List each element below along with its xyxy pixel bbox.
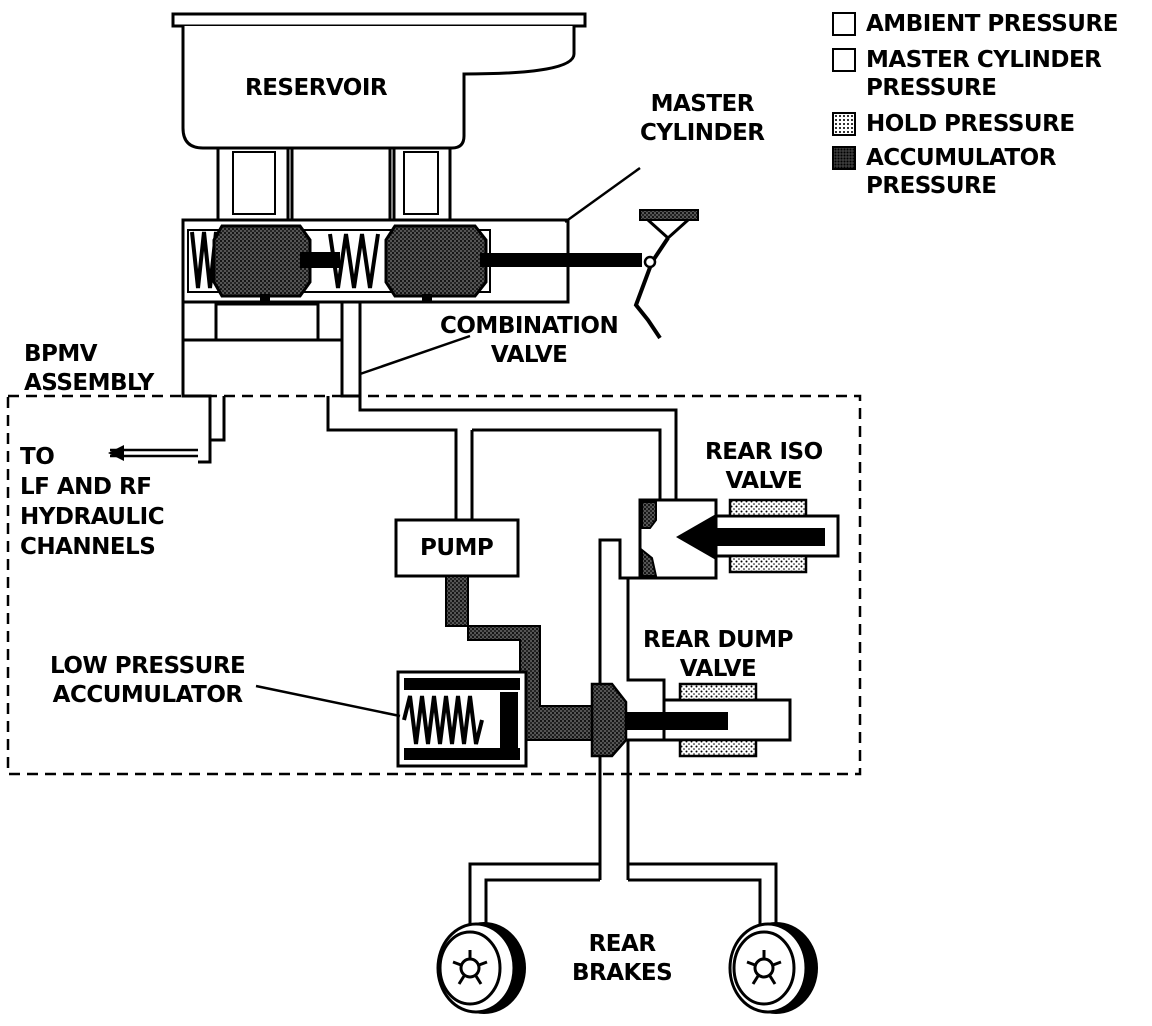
master-cylinder (181, 166, 642, 304)
label-rear-brakes: REAR BRAKES (572, 931, 673, 986)
label-rear-iso-valve: REAR ISO VALVE (705, 439, 823, 494)
label-combination-valve: COMBINATION VALVE (440, 313, 619, 368)
low-pressure-accumulator (255, 670, 528, 768)
legend-swatch-hold (832, 112, 856, 136)
reservoir (171, 12, 587, 222)
rear-brake-lines (468, 862, 778, 930)
label-reservoir: RESERVOIR (245, 75, 388, 101)
legend-label-ambient: AMBIENT PRESSURE (866, 11, 1118, 37)
rear-iso-valve (598, 498, 840, 680)
legend-swatch-ambient (832, 12, 856, 36)
label-low-pressure-accumulator: LOW PRESSURE ACCUMULATOR (50, 653, 246, 708)
legend-label-master: MASTER CYLINDER PRESSURE (866, 47, 1102, 101)
left-rear-brake (436, 922, 526, 1014)
legend-item-hold: HOLD PRESSURE (832, 110, 1075, 138)
brake-pedal (633, 209, 699, 340)
label-rear-dump-valve: REAR DUMP VALVE (643, 627, 793, 682)
legend-swatch-master (832, 48, 856, 72)
right-rear-brake (728, 922, 818, 1014)
legend-item-master: MASTER CYLINDER PRESSURE (832, 46, 1102, 102)
combination-valve (108, 302, 678, 522)
legend-item-ambient: AMBIENT PRESSURE (832, 10, 1118, 38)
label-pump: PUMP (420, 535, 494, 561)
rear-dump-valve (590, 578, 792, 880)
label-master-cylinder: MASTER CYLINDER (640, 91, 765, 146)
label-bpmv-assembly: BPMV ASSEMBLY (24, 341, 154, 396)
legend-swatch-accumulator (832, 146, 856, 170)
legend-label-hold: HOLD PRESSURE (866, 111, 1075, 137)
legend-item-accumulator: ACCUMULATOR PRESSURE (832, 144, 1056, 200)
bpmv-boundary (6, 394, 862, 776)
legend-label-accumulator: ACCUMULATOR PRESSURE (866, 145, 1056, 199)
label-to-lf-rf-channels: TO LF AND RF HYDRAULIC CHANNELS (20, 444, 165, 560)
